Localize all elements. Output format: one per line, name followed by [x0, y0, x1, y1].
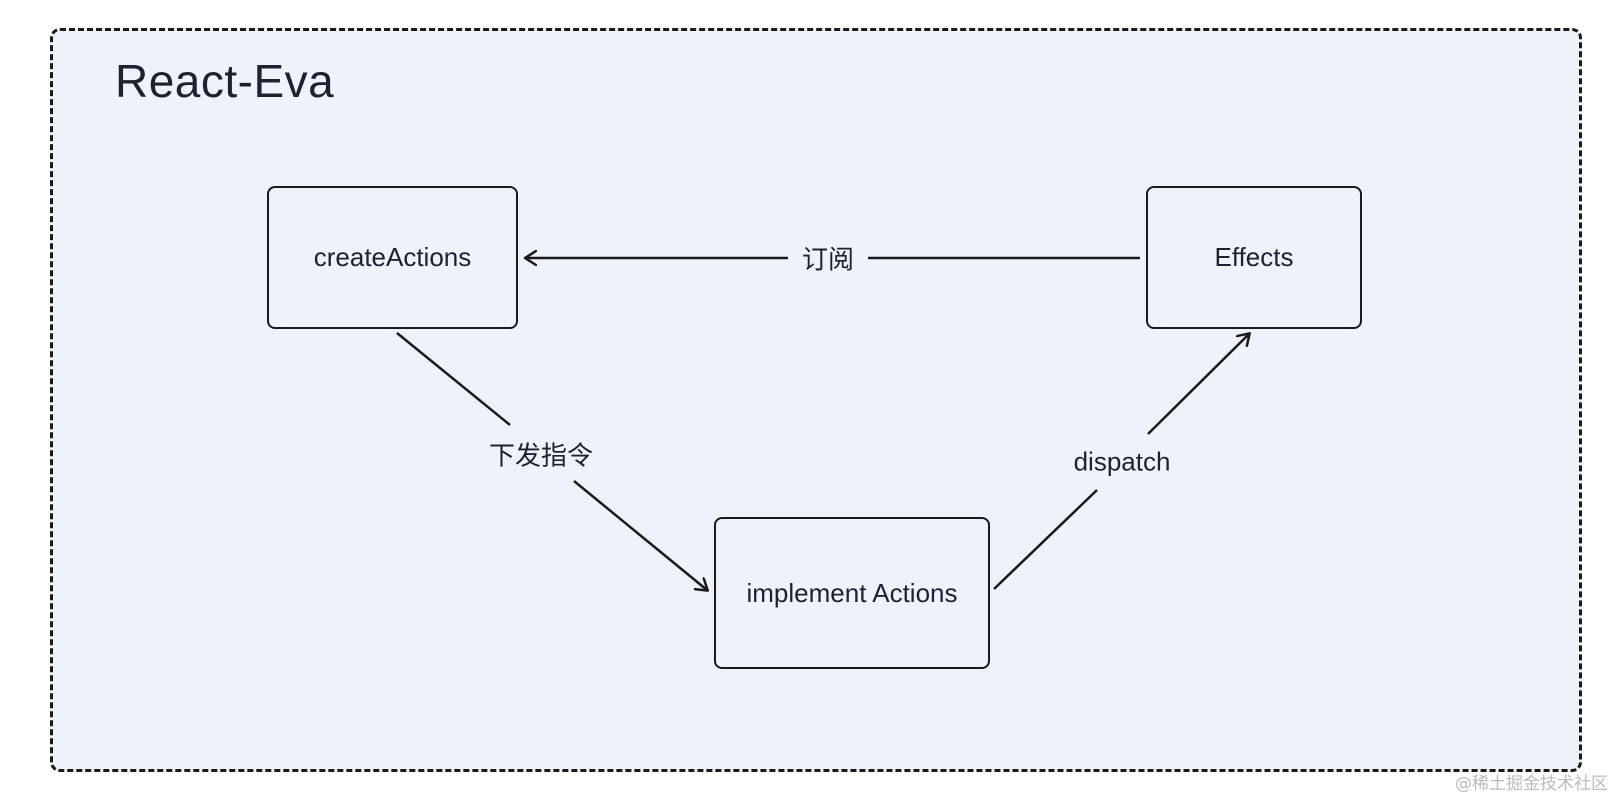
watermark: @稀土掘金技术社区	[1455, 774, 1608, 794]
node-effects-label: Effects	[1214, 242, 1294, 272]
node-effects: Effects	[1146, 186, 1362, 329]
edge-command-arrow	[573, 480, 707, 590]
diagram-title: React-Eva	[115, 55, 335, 107]
edge-label-issue-command: 下发指令	[488, 441, 594, 472]
edge-dispatch-arrow	[1147, 334, 1249, 435]
node-create-actions-label: createActions	[313, 242, 472, 272]
edge-label-subscribe: 订阅	[801, 245, 855, 276]
edge-command-line-top	[396, 332, 511, 426]
edge-dispatch-line-bottom	[993, 489, 1098, 590]
node-implement-actions: implement Actions	[714, 517, 990, 669]
node-implement-actions-label: implement Actions	[746, 577, 958, 608]
edge-label-dispatch: dispatch	[1073, 446, 1171, 477]
node-create-actions: createActions	[267, 186, 518, 329]
